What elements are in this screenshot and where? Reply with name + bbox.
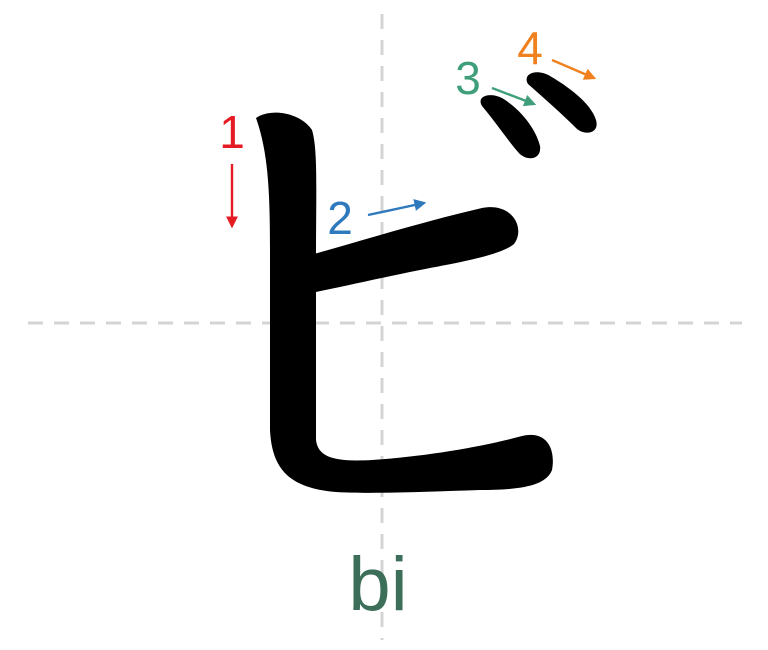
stroke-4-number: 4	[517, 22, 543, 74]
stroke-4-arrow	[551, 58, 597, 80]
stroke-2-arrow	[367, 199, 427, 217]
stroke-3-arrow	[491, 86, 537, 107]
stroke-2-number: 2	[327, 192, 353, 244]
stroke-3-shape	[480, 95, 541, 159]
stroke-2-shape	[314, 207, 519, 292]
stroke-1-shape	[256, 112, 553, 493]
stroke-3-number: 3	[455, 52, 481, 104]
stroke-4-shape	[526, 72, 597, 133]
stroke-1-number: 1	[219, 106, 245, 158]
romaji-label: bi	[348, 542, 407, 627]
